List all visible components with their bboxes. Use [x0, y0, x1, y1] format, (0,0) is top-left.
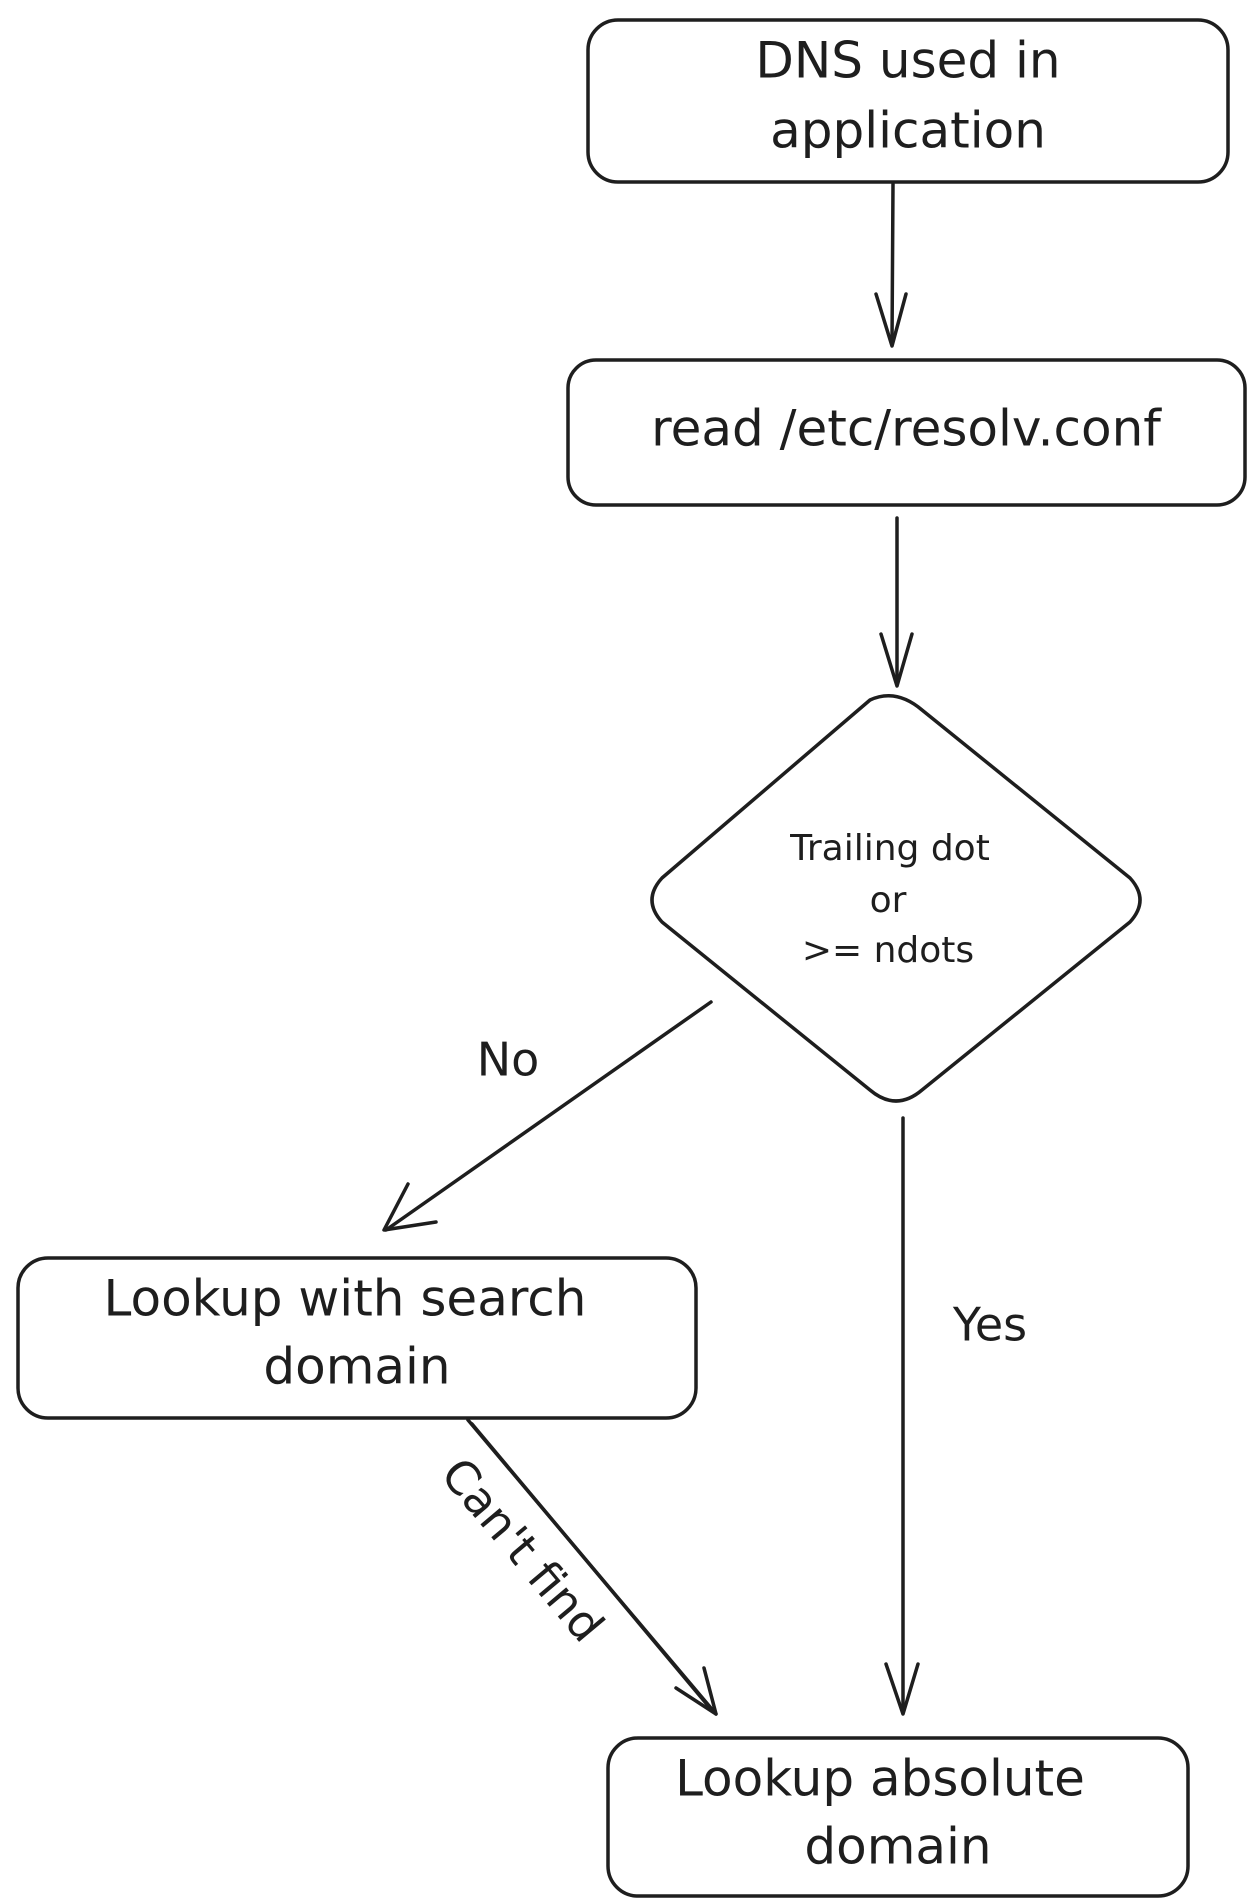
node-dns-used-line2: application [770, 102, 1046, 160]
node-read-resolv-conf-label: read /etc/resolv.conf [651, 400, 1162, 458]
node-decision-line2: or [870, 880, 907, 921]
node-absolute-lookup-line2: domain [804, 1818, 991, 1876]
node-search-lookup-line2: domain [263, 1338, 450, 1396]
edge-decision-to-absolute-lookup [884, 1116, 920, 1716]
node-decision-line1: Trailing dot [789, 828, 990, 869]
edge-label-cant-find: Can't find [431, 1447, 615, 1652]
node-decision-diamond: Trailing dot or >= ndots [650, 694, 1142, 1103]
edge-label-no: No [477, 1033, 540, 1087]
node-absolute-lookup-line1: Lookup absolute [675, 1750, 1085, 1808]
node-dns-used-in-application: DNS used in application [586, 18, 1230, 184]
edge-read-conf-to-decision [879, 516, 914, 688]
node-read-resolv-conf: read /etc/resolv.conf [566, 358, 1247, 507]
node-search-lookup-line1: Lookup with search [104, 1270, 587, 1328]
node-decision-line3: >= ndots [802, 930, 974, 971]
edge-search-lookup-to-absolute-lookup [466, 1418, 718, 1716]
edge-decision-to-search-lookup [382, 1000, 713, 1232]
edge-label-yes: Yes [952, 1298, 1027, 1352]
node-dns-used-line1: DNS used in [755, 32, 1060, 90]
edge-start-to-read-conf [874, 182, 908, 348]
node-lookup-absolute-domain: Lookup absolute domain [606, 1736, 1190, 1898]
node-lookup-with-search-domain: Lookup with search domain [16, 1256, 698, 1420]
